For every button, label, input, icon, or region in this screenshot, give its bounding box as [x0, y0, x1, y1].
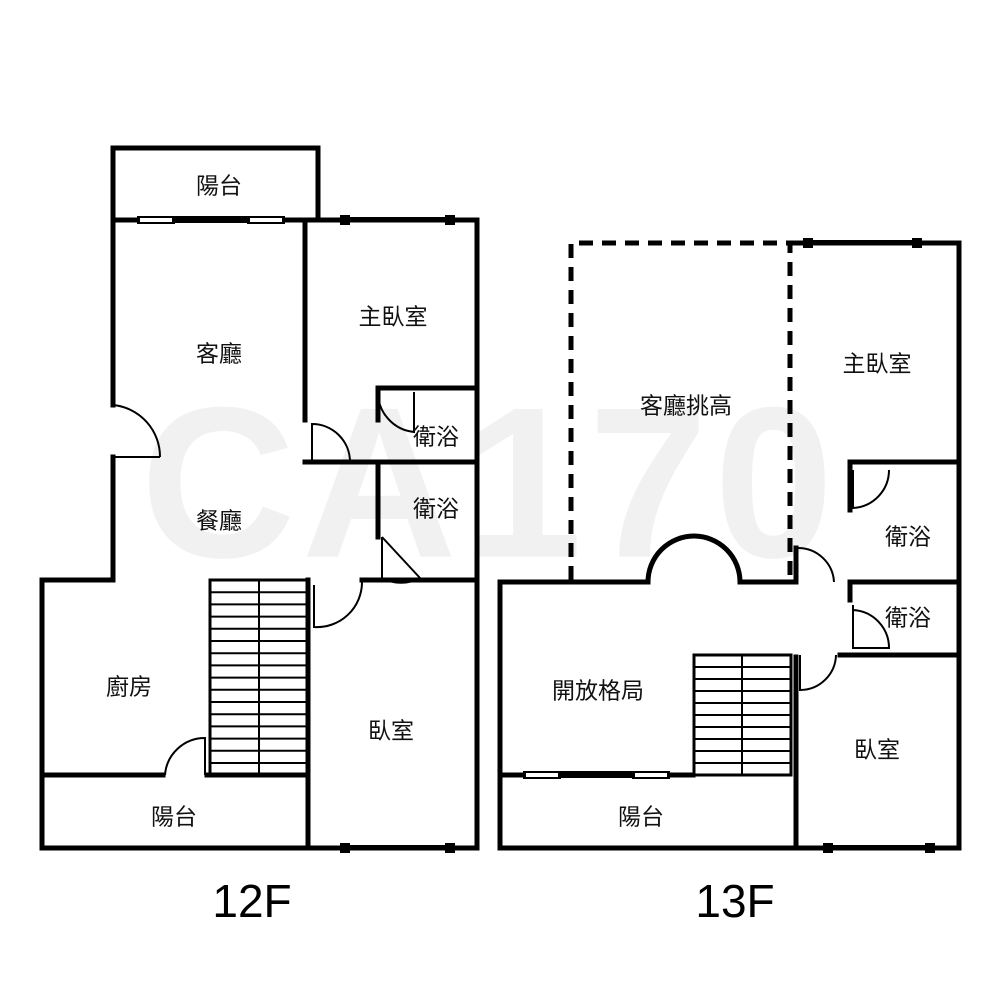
room-label-master-bedroom: 主臥室 [359, 305, 428, 331]
room-label-kitchen: 廚房 [106, 675, 152, 701]
room-label-bathroom-1-13f: 衛浴 [885, 525, 931, 551]
floor-12f-plan: 陽台 主臥室 客廳 衛浴 餐廳 衛浴 廚房 臥室 陽台 12F [39, 145, 480, 927]
room-label-bedroom: 臥室 [368, 719, 414, 745]
room-label-living-room: 客廳 [196, 342, 242, 368]
room-label-living-void: 客廳挑高 [640, 394, 732, 420]
watermark-text: CA170 [140, 362, 839, 603]
room-label-dining-room: 餐廳 [196, 509, 242, 535]
floor-label-12f: 12F [212, 875, 291, 927]
floor-13f-inner-walls [497, 459, 962, 851]
floor-12f-outline [39, 145, 480, 851]
room-label-master-bedroom-13f: 主臥室 [843, 352, 912, 378]
room-label-bathroom-2: 衛浴 [413, 497, 459, 523]
floor-13f-void-outline [568, 240, 793, 580]
floor-13f-outline [497, 240, 962, 851]
room-label-open-space: 開放格局 [552, 679, 644, 705]
floor-13f-staircase [692, 653, 793, 777]
room-label-bathroom-1: 衛浴 [413, 425, 459, 451]
floor-12f-staircase [208, 578, 310, 777]
room-label-bedroom-13f: 臥室 [854, 738, 900, 764]
floor-13f-arch [645, 533, 743, 585]
floor-13f-plan: 客廳挑高 主臥室 衛浴 衛浴 開放格局 臥室 陽台 13F [497, 238, 962, 927]
room-label-bathroom-2-13f: 衛浴 [885, 606, 931, 632]
floor-label-13f: 13F [695, 875, 774, 927]
room-label-balcony-top: 陽台 [196, 174, 242, 200]
room-label-balcony-13f: 陽台 [618, 805, 664, 831]
room-label-balcony-bottom: 陽台 [151, 805, 197, 831]
